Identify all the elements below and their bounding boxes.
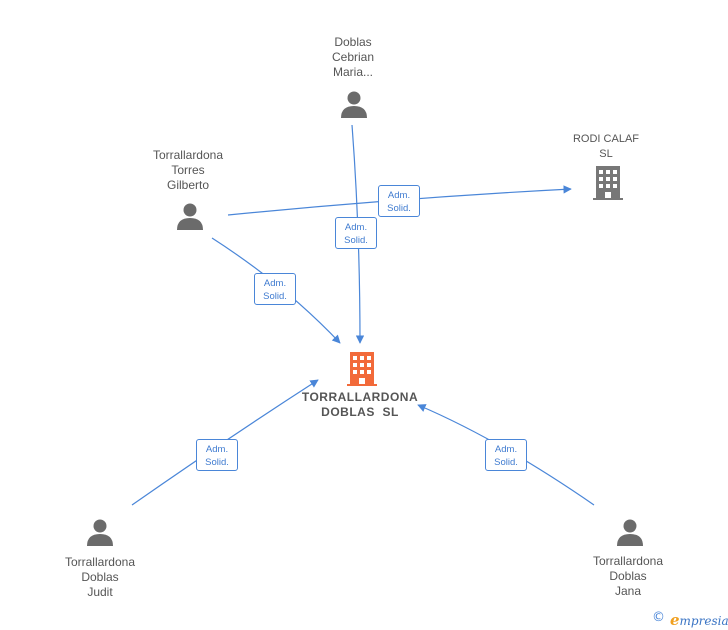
label-line: SL: [599, 148, 613, 160]
node-label-torrallardona-gilberto[interactable]: Torrallardona Torres Gilberto: [138, 148, 238, 193]
person-icon[interactable]: [341, 91, 367, 119]
company-building-icon[interactable]: [593, 166, 623, 200]
role-line: Solid.: [344, 235, 368, 246]
person-icon[interactable]: [177, 203, 203, 231]
label-line: Torres: [171, 163, 205, 177]
label-line: Torrallardona: [64, 555, 136, 569]
label-line: Doblas: [334, 35, 372, 49]
empresia-logo: empresia: [670, 611, 728, 629]
label-line: Maria...: [332, 65, 373, 79]
node-label-torrallardona-jana[interactable]: Torrallardona Doblas Jana: [578, 554, 678, 599]
node-label-torrallardona-judit[interactable]: Torrallardona Doblas Judit: [50, 555, 150, 600]
role-badge[interactable]: Adm. Solid.: [378, 185, 420, 217]
role-badge[interactable]: Adm. Solid.: [254, 273, 296, 305]
role-line: Solid.: [494, 457, 518, 468]
person-icon[interactable]: [617, 519, 643, 547]
role-line: Adm.: [494, 444, 518, 455]
role-line: Solid.: [263, 291, 287, 302]
role-badge[interactable]: Adm. Solid.: [485, 439, 527, 471]
brand-rest: mpresia: [679, 614, 728, 628]
label-line: TORRALLARDONA: [301, 390, 419, 404]
label-line: Torrallardona: [152, 148, 224, 162]
role-line: Adm.: [205, 444, 229, 455]
role-badge[interactable]: Adm. Solid.: [196, 439, 238, 471]
role-line: Adm.: [263, 278, 287, 289]
copyright-symbol: ©: [652, 610, 665, 625]
label-line: Judit: [87, 585, 113, 599]
label-line: Jana: [614, 584, 642, 598]
label-line: RODI CALAF: [572, 133, 639, 145]
role-line: Adm.: [387, 190, 411, 201]
role-line: Adm.: [344, 222, 368, 233]
node-label-doblas-cebrian[interactable]: Doblas Cebrian Maria...: [322, 35, 384, 80]
label-line: Torrallardona: [592, 554, 664, 568]
role-badge[interactable]: Adm. Solid.: [335, 217, 377, 249]
role-line: Solid.: [205, 457, 229, 468]
label-line: Cebrian: [331, 50, 375, 64]
node-label-rodi-calaf[interactable]: RODI CALAF SL: [556, 132, 656, 162]
label-line: Doblas: [81, 570, 119, 584]
label-line: Gilberto: [166, 178, 210, 192]
label-line: DOBLAS SL: [321, 405, 399, 419]
role-line: Solid.: [387, 203, 411, 214]
label-line: Doblas: [609, 569, 647, 583]
person-icon[interactable]: [87, 519, 113, 547]
main-company-building-icon[interactable]: [347, 352, 377, 386]
node-label-torrallardona-doblas-sl[interactable]: TORRALLARDONA DOBLAS SL: [290, 390, 430, 420]
brand-initial: e: [670, 611, 680, 629]
